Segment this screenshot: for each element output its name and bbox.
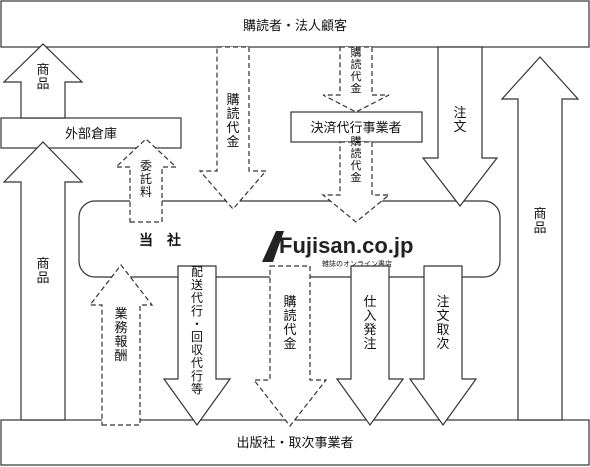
arrow-goods-right-shape xyxy=(500,56,580,421)
arrow-goods-left-bottom: 商品 xyxy=(2,141,84,421)
arrow-delivery: 配送代行・回収代行等 xyxy=(162,265,232,427)
logo-text: Fujisan.co.jp xyxy=(279,233,413,258)
arrow-goods-left-top-label: 商品 xyxy=(36,63,49,92)
arrow-purchase-order-shape xyxy=(335,265,405,427)
arrow-subscription-2-label: 購読代金 xyxy=(351,45,362,95)
mountain-mark-icon xyxy=(262,231,284,262)
warehouse-label: 外部倉庫 xyxy=(65,127,117,142)
arrow-layer: 商品商品購読代金購読代金購読代金購読代金委託料注文商品業務報酬配送代行・回収代行… xyxy=(2,43,580,427)
settlement-box xyxy=(290,111,423,143)
top-bar-box xyxy=(0,0,590,48)
bottom-bar-box xyxy=(0,419,590,466)
settlement-label: 決済代行事業者 xyxy=(310,120,401,136)
arrow-commission-shape xyxy=(114,138,178,223)
arrow-goods-left-top: 商品 xyxy=(2,43,84,119)
arrow-subscription-1-label: 購読代金 xyxy=(226,93,239,150)
bottom-bar-label: 出版社・取次事業者 xyxy=(236,435,353,451)
arrow-order-top-label: 注文 xyxy=(453,106,466,135)
arrow-business-fee-shape xyxy=(88,264,154,426)
arrow-order-top-shape xyxy=(421,46,499,207)
arrow-goods-left-bottom-shape xyxy=(2,141,84,421)
warehouse-box xyxy=(0,117,182,149)
arrow-delivery-shape xyxy=(162,265,232,427)
arrow-order-top: 注文 xyxy=(421,46,499,207)
arrow-subscription-4-label: 購読代金 xyxy=(283,295,296,352)
arrow-goods-right-label: 商品 xyxy=(533,207,546,236)
arrow-subscription-2-shape xyxy=(322,46,390,113)
top-bar-label: 購読者・法人顧客 xyxy=(243,18,347,34)
arrow-subscription-4: 購読代金 xyxy=(252,265,328,427)
arrow-goods-left-top-shape xyxy=(2,43,84,119)
arrow-subscription-4-shape xyxy=(252,265,328,427)
arrow-order-agency-shape xyxy=(408,265,478,427)
arrow-order-agency-label: 注文取次 xyxy=(436,295,449,352)
arrow-purchase-order: 仕入発注 xyxy=(335,265,405,427)
arrow-delivery-label: 配送代行・回収代行等 xyxy=(191,265,203,396)
arrow-subscription-2: 購読代金 xyxy=(322,45,390,113)
fujisan-logo: Fujisan.co.jp 雑誌のオンライン書店 xyxy=(262,231,413,268)
company-label: 当 社 xyxy=(139,232,181,249)
arrow-subscription-3-shape xyxy=(321,141,391,223)
arrow-goods-right: 商品 xyxy=(500,56,580,421)
arrow-order-agency: 注文取次 xyxy=(408,265,478,427)
arrow-purchase-order-label: 仕入発注 xyxy=(363,295,376,352)
arrow-subscription-3: 購読代金 xyxy=(321,134,391,223)
logo-tagline: 雑誌のオンライン書店 xyxy=(322,259,392,268)
arrow-subscription-1-shape xyxy=(198,46,268,210)
arrow-subscription-3-label: 購読代金 xyxy=(351,134,362,184)
arrow-business-fee-label: 業務報酬 xyxy=(114,306,127,364)
arrow-commission-label: 委託料 xyxy=(140,159,152,199)
arrow-goods-left-bottom-label: 商品 xyxy=(36,257,49,286)
arrow-commission: 委託料 xyxy=(114,138,178,223)
arrow-business-fee: 業務報酬 xyxy=(88,264,154,426)
arrow-subscription-1: 購読代金 xyxy=(198,46,268,210)
